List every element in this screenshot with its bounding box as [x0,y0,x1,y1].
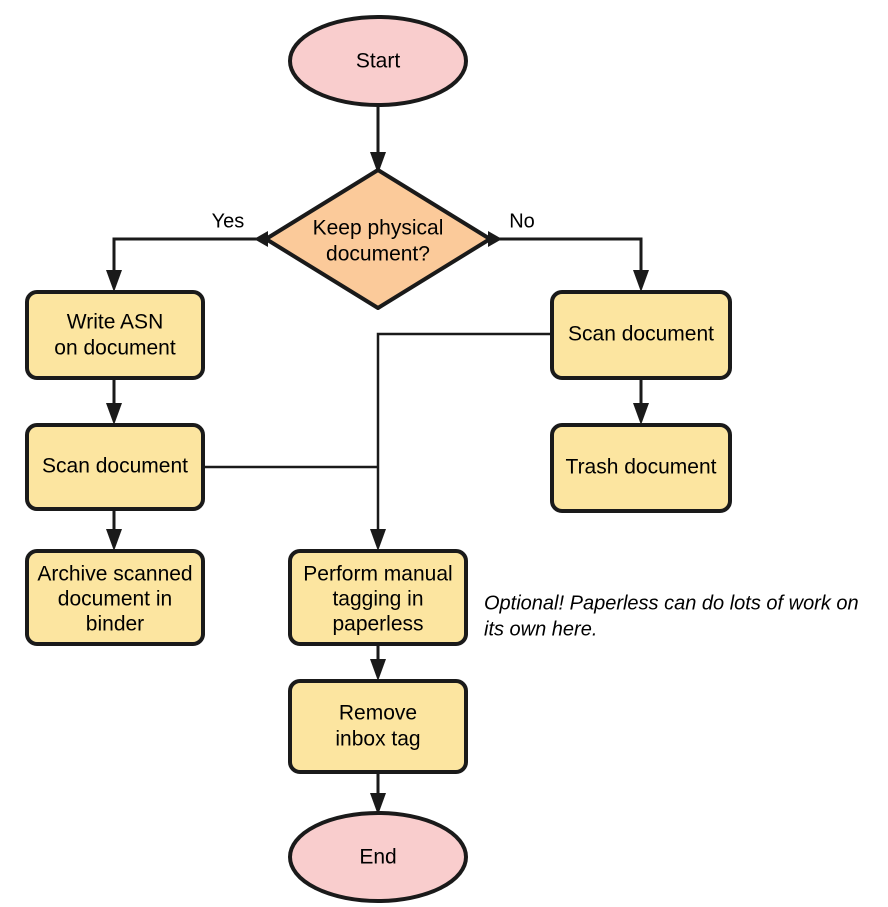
arrowhead-down-icon [106,270,122,292]
tagging-label-line2: tagging in [332,588,423,611]
end-ellipse[interactable] [288,811,468,903]
end-label: End [359,846,396,869]
edge-decision-no [488,231,649,292]
tagging-label-line3: paperless [332,613,423,636]
write-asn-label-line1: Write ASN [67,311,163,334]
edge-scanright-to-trash [633,379,649,425]
arrowhead-down-icon [370,659,386,681]
scan-document-right-box[interactable] [550,290,732,380]
optional-note-line2: its own here. [484,618,597,640]
node-remove-inbox-tag[interactable]: Remove inbox tag [288,679,468,774]
optional-note-line1: Optional! Paperless can do lots of work … [484,592,859,614]
decision-label-line1: Keep physical [313,217,444,240]
annotation-optional-note: Optional! Paperless can do lots of work … [484,592,859,640]
node-start[interactable]: Start [288,15,468,107]
node-write-asn[interactable]: Write ASN on document [25,290,205,380]
node-archive-scanned-document[interactable]: Archive scanned document in binder [25,549,205,646]
trash-document-label: Trash document [566,456,717,479]
edge-writeasn-to-scanleft [106,379,122,425]
remove-inbox-box[interactable] [288,679,468,774]
remove-inbox-label-line1: Remove [339,702,417,725]
edge-start-to-decision [370,104,386,174]
node-end[interactable]: End [288,811,468,903]
archive-box[interactable] [25,549,205,646]
arrowhead-down-icon [370,793,386,815]
arrowhead-down-icon [106,529,122,551]
start-label: Start [356,50,401,73]
node-scan-document-left[interactable]: Scan document [25,423,205,511]
start-ellipse[interactable] [288,15,468,107]
arrowhead-right-icon [488,231,502,247]
trash-document-box[interactable] [550,423,732,513]
edge-scanleft-to-archive [106,509,122,551]
archive-label-line2: document in [58,588,172,611]
node-decision-keep-physical-document[interactable]: Keep physical document? [264,168,492,310]
write-asn-label-line2: on document [54,337,176,360]
scan-document-right-label: Scan document [568,323,714,346]
arrowhead-down-icon [106,403,122,425]
arrowhead-left-icon [254,231,268,247]
remove-inbox-label-line2: inbox tag [335,728,420,751]
arrowhead-down-icon [370,529,386,551]
scan-document-left-box[interactable] [25,423,205,511]
node-trash-document[interactable]: Trash document [550,423,732,513]
scan-document-left-label: Scan document [42,455,188,478]
edge-line [112,237,258,281]
archive-label-line3: binder [86,613,144,636]
decision-label-line2: document? [326,243,430,266]
arrowhead-down-icon [633,270,649,292]
decision-diamond[interactable] [264,168,492,310]
edge-label-yes: Yes [212,210,245,232]
arrowhead-down-icon [370,152,386,174]
edge-line [498,237,643,281]
archive-label-line1: Archive scanned [37,563,192,586]
arrowhead-down-icon [633,403,649,425]
edge-scanright-to-tagging [370,332,552,551]
node-scan-document-right[interactable]: Scan document [550,290,732,380]
tagging-box[interactable] [288,549,468,646]
edge-label-no: No [509,210,535,232]
tagging-label-line1: Perform manual [303,563,452,586]
edge-decision-yes [106,231,268,292]
write-asn-box[interactable] [25,290,205,380]
edge-tagging-to-removeinbox [370,644,386,681]
edge-removeinbox-to-end [370,772,386,815]
node-perform-manual-tagging[interactable]: Perform manual tagging in paperless [288,549,468,646]
edge-line [376,332,552,540]
